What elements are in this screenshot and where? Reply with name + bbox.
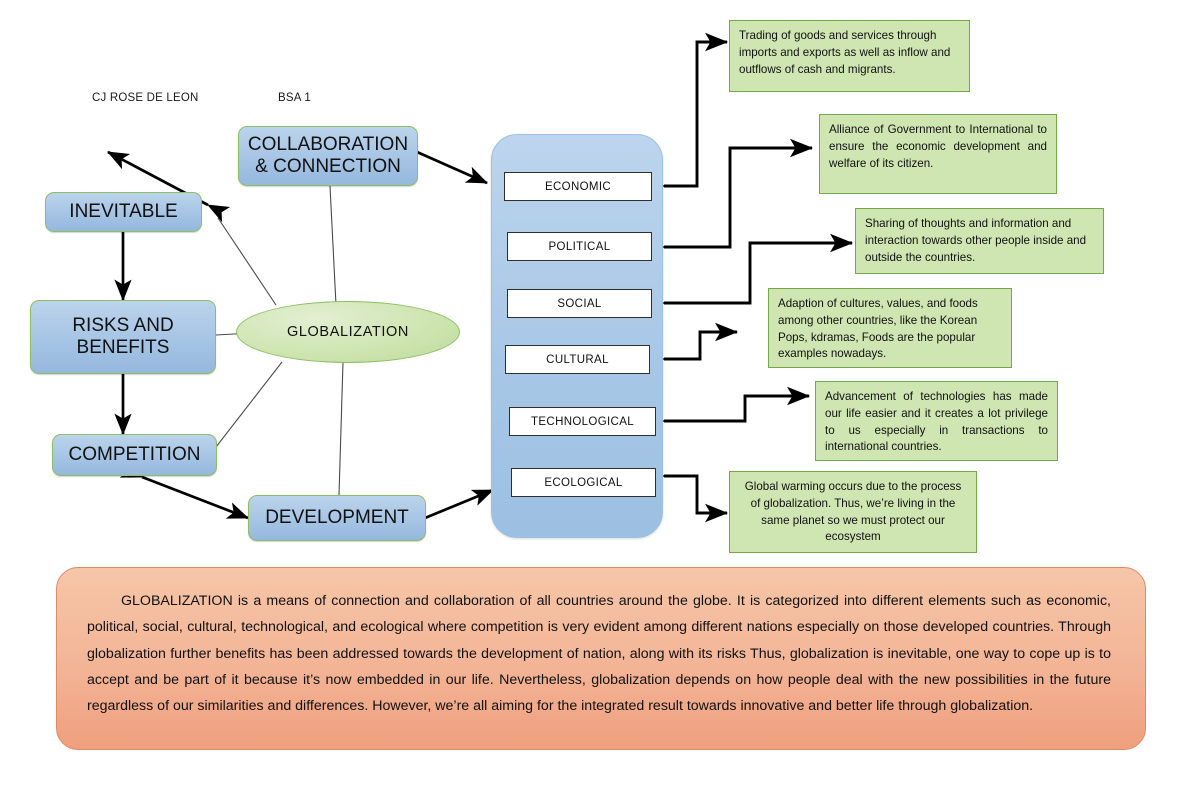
- element-box-cultural[interactable]: CULTURAL: [505, 345, 650, 374]
- element-label: SOCIAL: [557, 297, 602, 310]
- concept-label-line1: RISKS AND: [72, 315, 174, 337]
- central-node-globalization[interactable]: GLOBALIZATION: [236, 301, 460, 363]
- element-label: TECHNOLOGICAL: [531, 415, 634, 428]
- element-label: POLITICAL: [548, 240, 611, 253]
- summary-lead-word: GLOBALIZATION: [121, 593, 233, 609]
- element-box-social[interactable]: SOCIAL: [507, 289, 652, 318]
- callout-technological: Advancement of technologies has made our…: [815, 381, 1058, 461]
- element-box-technological[interactable]: TECHNOLOGICAL: [509, 407, 656, 436]
- callout-cultural: Adaption of cultures, values, and foods …: [768, 288, 1012, 368]
- concept-label-line2: BENEFITS: [76, 337, 170, 358]
- element-box-economic[interactable]: ECONOMIC: [504, 172, 652, 201]
- element-label: CULTURAL: [546, 353, 609, 366]
- author-label: CJ ROSE DE LEON: [92, 92, 199, 104]
- element-label: ECONOMIC: [544, 180, 612, 193]
- concept-box-collaboration[interactable]: COLLABORATION & CONNECTION: [238, 126, 418, 186]
- element-box-political[interactable]: POLITICAL: [507, 232, 652, 261]
- element-box-ecological[interactable]: ECOLOGICAL: [511, 468, 656, 497]
- concept-box-development[interactable]: DEVELOPMENT: [248, 495, 426, 541]
- callout-political: Alliance of Government to International …: [819, 114, 1057, 194]
- concept-box-inevitable[interactable]: INEVITABLE: [45, 192, 202, 232]
- callout-ecological: Global warming occurs due to the process…: [729, 471, 977, 553]
- callout-economic: Trading of goods and services through im…: [729, 20, 970, 92]
- concept-label-line2: & CONNECTION: [255, 156, 401, 177]
- concept-label: INEVITABLE: [69, 201, 178, 223]
- summary-paragraph: GLOBALIZATION is a means of connection a…: [56, 567, 1146, 750]
- concept-label: DEVELOPMENT: [265, 507, 409, 529]
- element-label: ECOLOGICAL: [544, 476, 623, 489]
- course-label: BSA 1: [278, 92, 311, 104]
- summary-body-text: is a means of connection and collaborati…: [87, 593, 1111, 715]
- concept-box-risks-benefits[interactable]: RISKS AND BENEFITS: [30, 300, 216, 374]
- concept-label-line1: COLLABORATION: [247, 134, 409, 156]
- concept-label: COMPETITION: [68, 444, 201, 466]
- central-node-label: GLOBALIZATION: [287, 324, 409, 340]
- callout-social: Sharing of thoughts and information and …: [855, 208, 1104, 274]
- concept-box-competition[interactable]: COMPETITION: [52, 434, 217, 476]
